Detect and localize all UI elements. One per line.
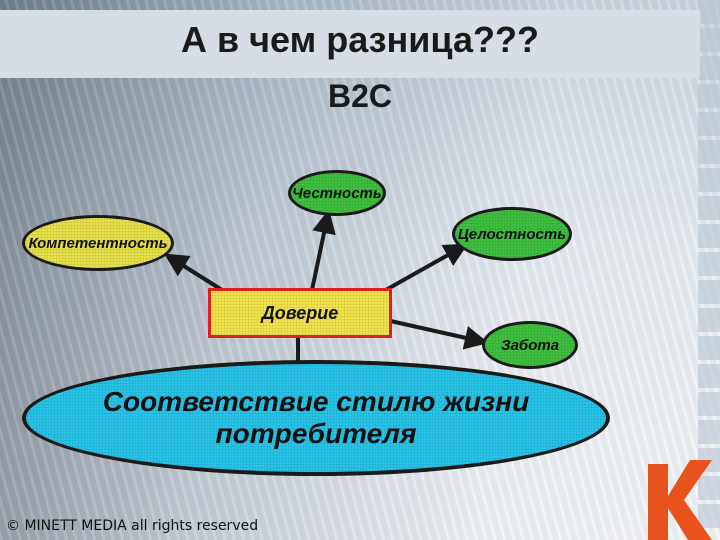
slide-title: А в чем разница??? <box>181 19 539 60</box>
node-kompetentnost-label: Компетентность <box>28 234 168 252</box>
node-chestnost-label: Честность <box>292 184 382 202</box>
arrow-to-zabota <box>385 318 489 350</box>
node-lifestyle: Соответствие стилю жизни потребителя <box>22 360 610 476</box>
arrow-to-chestnost <box>310 209 336 291</box>
k-logo-icon <box>648 460 712 540</box>
node-lifestyle-line1: Соответствие стилю жизни <box>102 386 530 417</box>
node-doverie-label: Доверие <box>261 302 339 323</box>
node-lifestyle-line2: потребителя <box>215 418 417 449</box>
arrow-to-celostnost <box>383 243 469 293</box>
title-band <box>0 10 700 78</box>
slide-subtitle: B2C <box>327 78 392 114</box>
right-decor-stripe <box>698 0 720 540</box>
node-doverie: Доверие <box>208 288 392 338</box>
node-celostnost-label: Целостность <box>457 225 567 243</box>
node-kompetentnost: Компетентность <box>22 215 174 271</box>
arrow-to-kompetentnost <box>163 253 224 292</box>
node-celostnost: Целостность <box>452 207 572 261</box>
node-zabota: Забота <box>482 321 578 369</box>
node-zabota-label: Забота <box>500 336 560 354</box>
copyright-text: © MINETT MEDIA all rights reserved <box>6 518 259 534</box>
node-chestnost: Честность <box>288 170 386 216</box>
